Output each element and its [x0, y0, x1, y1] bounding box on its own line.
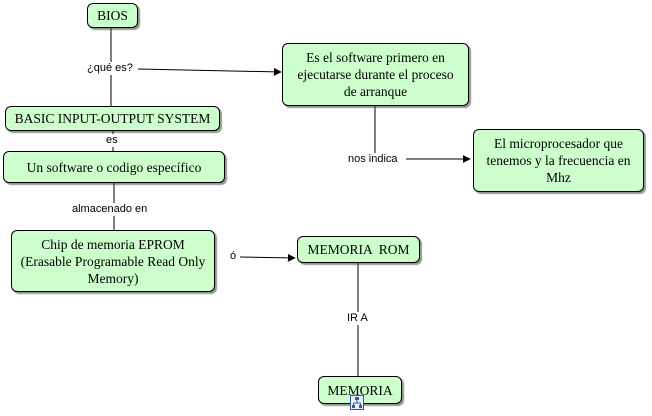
node-eprom[interactable]: Chip de memoria EPROM (Erasable Programa…	[11, 230, 215, 292]
node-definition-label: Es el software primero en ejecutarse dur…	[297, 50, 454, 99]
link-label-o[interactable]: ó	[228, 250, 239, 263]
node-microprocessor[interactable]: El microprocesador que tenemos y la frec…	[473, 129, 644, 192]
node-memoria-rom-label: MEMORIA ROM	[307, 242, 410, 257]
resource-attachment-icon[interactable]	[350, 395, 364, 410]
link-label-ir-a[interactable]: IR A	[345, 312, 370, 325]
link-label-que-es[interactable]: ¿qué es?	[85, 62, 135, 75]
link-label-almacenado-en[interactable]: almacenado en	[70, 203, 150, 216]
node-basic-input-output-system[interactable]: BASIC INPUT-OUTPUT SYSTEM	[5, 106, 220, 131]
node-memoria-rom[interactable]: MEMORIA ROM	[297, 236, 420, 263]
link-label-nos-indica[interactable]: nos indica	[346, 153, 400, 166]
node-basic-input-output-system-label: BASIC INPUT-OUTPUT SYSTEM	[14, 111, 211, 126]
node-software[interactable]: Un software o codigo específico	[3, 151, 225, 183]
node-software-label: Un software o codigo específico	[26, 159, 202, 175]
node-bios-label: BIOS	[97, 8, 128, 23]
resource-attachment-glyph	[352, 397, 362, 408]
link-label-es[interactable]: es	[104, 134, 120, 147]
node-bios[interactable]: BIOS	[87, 3, 138, 28]
node-eprom-label: Chip de memoria EPROM (Erasable Programa…	[20, 236, 206, 286]
node-definition[interactable]: Es el software primero en ejecutarse dur…	[282, 43, 469, 106]
node-memoria-label: MEMORIA	[327, 382, 393, 398]
arrow-que-es-to-definition	[137, 67, 282, 76]
node-microprocessor-label: El microprocesador que tenemos y la frec…	[486, 136, 631, 185]
arrow-o-to-rom	[239, 253, 296, 262]
